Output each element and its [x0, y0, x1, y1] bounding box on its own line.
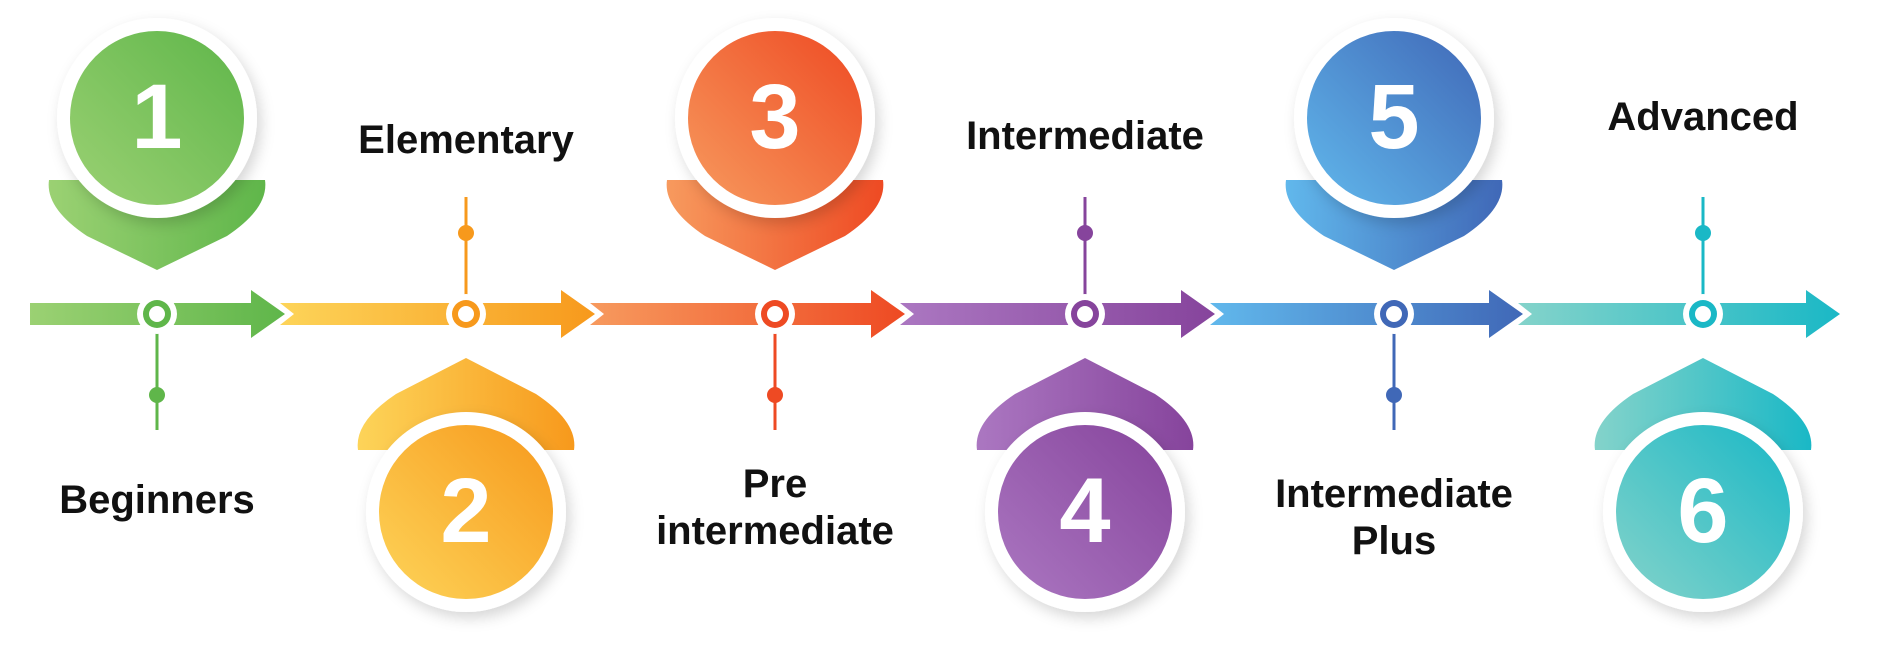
- badge-disc-5: [1307, 31, 1481, 205]
- badge-disc-1: [70, 31, 244, 205]
- badge-pointer-5: [1285, 180, 1503, 270]
- connector-dot-4: [1077, 225, 1093, 241]
- level-label-1: Beginners: [59, 478, 255, 522]
- level-label-line: Advanced: [1607, 95, 1798, 139]
- step-number-1: 1: [131, 66, 182, 168]
- step-number-3: 3: [749, 66, 800, 168]
- connector-dot-6: [1695, 225, 1711, 241]
- level-label-line: Intermediate: [1275, 472, 1513, 516]
- step-number-5: 5: [1368, 66, 1419, 168]
- badge-2: 2: [357, 358, 575, 612]
- badge-disc-4: [998, 425, 1172, 599]
- step-number-4: 4: [1059, 460, 1110, 562]
- badge-5: 5: [1285, 18, 1503, 270]
- level-label-line: intermediate: [656, 509, 894, 553]
- level-label-4: Intermediate: [966, 114, 1204, 158]
- arrow-segment-4: [900, 290, 1215, 338]
- connector-dot-3: [767, 387, 783, 403]
- axis-node-center-1: [149, 306, 165, 322]
- axis-node-center-4: [1077, 306, 1093, 322]
- axis-node-center-2: [458, 306, 474, 322]
- step-number-6: 6: [1677, 460, 1728, 562]
- connector-dot-1: [149, 387, 165, 403]
- badge-pointer-6: [1594, 358, 1812, 450]
- axis-node-center-5: [1386, 306, 1402, 322]
- number-badges: 1 2 3 4 5 6: [48, 18, 1812, 612]
- badge-pointer-4: [976, 358, 1194, 450]
- badge-pointer-1: [48, 180, 266, 270]
- level-label-line: Elementary: [358, 118, 574, 162]
- badge-disc-2: [379, 425, 553, 599]
- arrow-segments: [30, 197, 1840, 430]
- arrow-segment-6: [1518, 290, 1840, 338]
- badge-6: 6: [1594, 358, 1812, 612]
- axis-node-center-6: [1695, 306, 1711, 322]
- connector-dot-2: [458, 225, 474, 241]
- step-number-2: 2: [440, 460, 491, 562]
- connector-dot-5: [1386, 387, 1402, 403]
- level-label-line: Plus: [1352, 519, 1436, 563]
- badge-pointer-2: [357, 358, 575, 450]
- badge-disc-3: [688, 31, 862, 205]
- level-label-line: Intermediate: [966, 114, 1204, 158]
- badge-pointer-3: [666, 180, 884, 270]
- badge-disc-6: [1616, 425, 1790, 599]
- arrow-segment-5: [1210, 290, 1523, 338]
- level-label-2: Elementary: [358, 118, 574, 162]
- arrow-segment-2: [280, 290, 595, 338]
- badge-1: 1: [48, 18, 266, 270]
- level-label-line: Pre: [743, 462, 808, 506]
- level-label-line: Beginners: [59, 478, 255, 522]
- badge-4: 4: [976, 358, 1194, 612]
- arrow-segment-3: [590, 290, 905, 338]
- badge-3: 3: [666, 18, 884, 270]
- axis-node-center-3: [767, 306, 783, 322]
- level-label-6: Advanced: [1607, 95, 1798, 139]
